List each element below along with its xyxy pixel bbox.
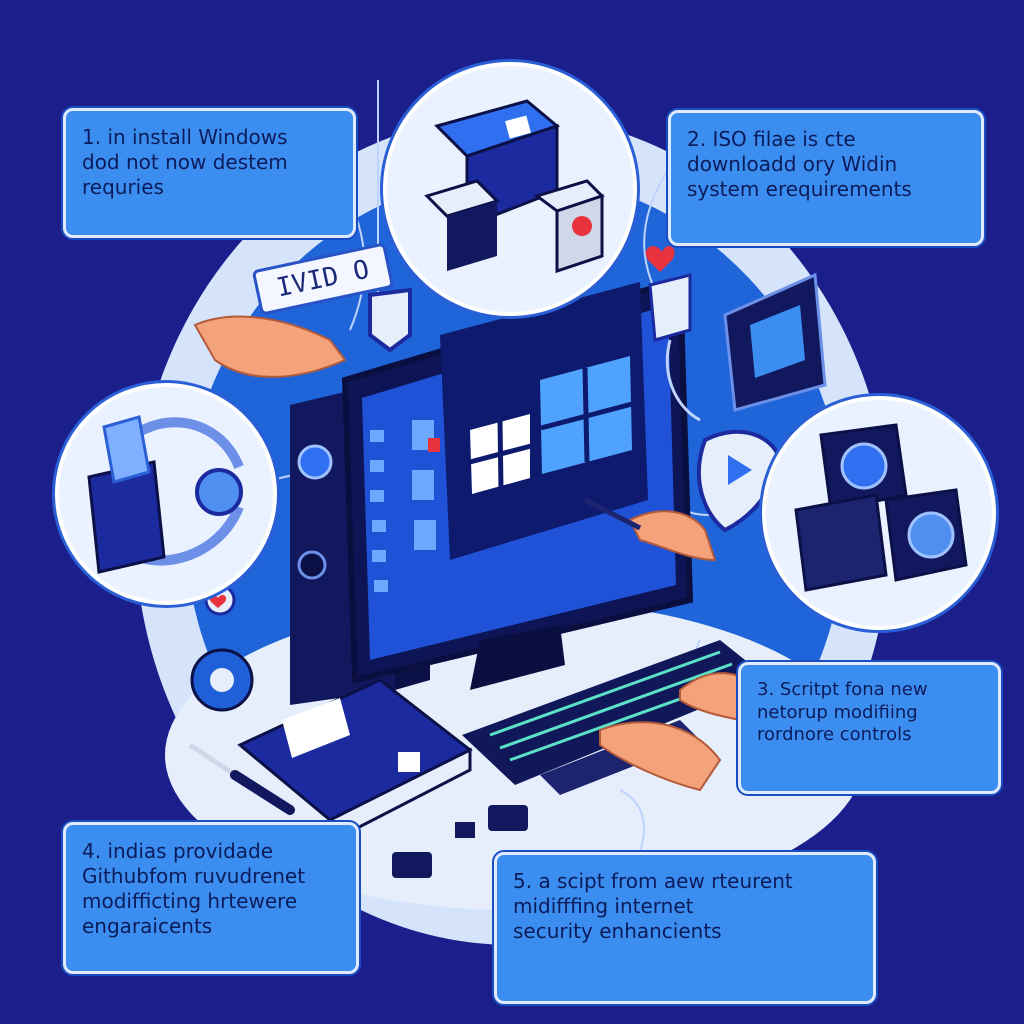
book-icon [237, 678, 473, 845]
shield-icon [696, 429, 783, 533]
step3-line: netorup modifiing [757, 701, 918, 723]
step1-callout: 1. in install Windows dod not now destem… [63, 108, 356, 238]
shield-icon [368, 287, 412, 353]
heart-icon [645, 246, 675, 272]
tablet-icon [723, 272, 827, 412]
step4-line: engaraicents [82, 914, 213, 938]
cable-plug-icon [648, 273, 701, 422]
step1-line: 1. in install Windows [82, 125, 288, 149]
step1-line: requries [82, 175, 164, 199]
step4-line: 4. indias providade [82, 839, 274, 863]
step5-callout: 5. a scipt from aew rteurent midifffing … [494, 852, 876, 1004]
screwdriver-icon [188, 742, 295, 815]
step2-line: system erequirements [687, 177, 912, 201]
pen-icon [583, 497, 642, 531]
hand-icon [193, 315, 762, 792]
connector-line [619, 789, 645, 853]
step3-callout: 3. Scritpt fona new netorup modifiing ro… [738, 662, 1001, 794]
step4-line: Githubfom ruvudrenet [82, 864, 306, 888]
monitor-icon [341, 276, 694, 690]
step4-callout: 4. indias providade Githubfom ruvudrenet… [63, 822, 359, 974]
step1-line: dod not now destem [82, 150, 288, 174]
usb-drive-icon [392, 805, 528, 878]
step4-line: modifficting hrtewere [82, 889, 298, 913]
server-icon [424, 99, 605, 274]
heart-icon [209, 595, 227, 608]
hardware-components-bubble [762, 396, 996, 630]
step3-line: rordnore controls [757, 724, 912, 745]
refresh-cycle-icon [87, 415, 244, 574]
server-hardware-bubble [383, 62, 637, 316]
play-icon [728, 455, 752, 485]
step2-callout: 2. ISO filae is cte downloadd ory Widin … [668, 110, 984, 246]
gear-icon [190, 648, 254, 712]
hardware-icon [794, 423, 968, 592]
step3-line: 3. Scritpt fona new [757, 679, 928, 700]
step5-line: 5. a scipt from aew rteurent [513, 869, 793, 893]
step2-line: 2. ISO filae is cte [687, 127, 856, 151]
step2-line: downloadd ory Widin [687, 152, 898, 176]
update-cycle-bubble [55, 383, 277, 605]
step5-line: midifffing internet [513, 894, 694, 918]
step5-line: security enhancients [513, 919, 722, 943]
